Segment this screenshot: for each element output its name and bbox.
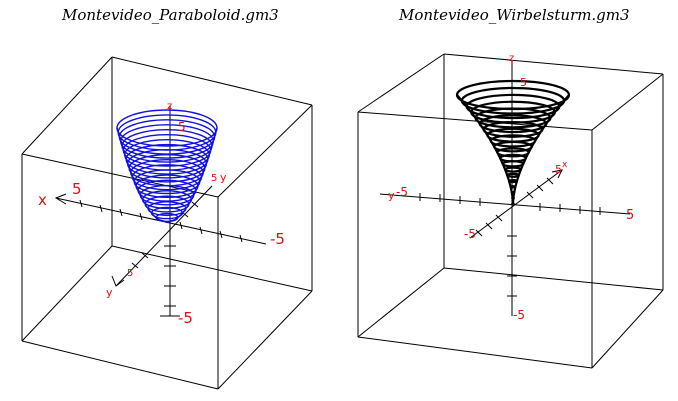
surface-silhouette [511,94,570,205]
wirbelsturm-y-ticks [475,177,554,237]
paraboloid-x-negative-tick-label: -5 [270,230,285,248]
wirbelsturm-z-axis-label: z [509,53,514,64]
paraboloid-y-axis [115,185,213,287]
wirbelsturm-x-axis-label: x [562,160,568,170]
wirbelsturm-x-negative-tick-label: -5 [464,227,476,241]
wirbelsturm-plot: z 5 -5 y -5 5 -5 5 x [357,53,664,369]
surface-ring [116,109,218,147]
surface-silhouette [116,127,168,223]
paraboloid-surface [116,109,218,224]
surface-ring [501,160,525,168]
paraboloid-z-axis-label: z [167,101,172,112]
paraboloid-bounding-box [21,56,313,390]
paraboloid-z-bottom-tick-label: -5 [178,309,193,327]
wirbelsturm-z-bottom-tick-label: -5 [513,308,525,322]
paraboloid-z-top-tick-label: 5 [178,120,186,134]
paraboloid-y-negative-tick-label: 5 [127,268,133,279]
wirbelsturm-y-arrow [551,169,563,179]
paraboloid-x-ticks [79,199,243,243]
paraboloid-y-axis-label: y [220,171,227,184]
wirbelsturm-x-ticks [419,193,601,215]
paraboloid-y-arrow [111,275,125,287]
wirbelsturm-y-axis-label: y [388,189,395,202]
surface-ring [506,172,520,178]
wirbelsturm-y-tick-label: -5 [396,185,408,199]
wirbelsturm-x-positive-tick-label: 5 [626,208,634,223]
paraboloid-x-axis-label: x [38,191,47,209]
paraboloid-z-ticks [160,245,180,317]
paraboloid-axes [54,106,267,317]
wirbelsturm-y-far-tick-label: 5 [555,163,562,176]
wirbelsturm-x-axis [379,193,631,215]
surface-silhouette [456,94,515,205]
wirbelsturm-z-ticks [507,235,517,297]
wirbelsturm-bounding-box [357,53,664,369]
wirbelsturm-y-axis [469,169,563,239]
paraboloid-y-negative-axis-label: y [106,286,113,299]
paraboloid-plot: x 5 -5 z 5 -5 y 5 5 y [21,56,313,390]
surface-silhouette [166,127,218,223]
right-panel-title: Montevideo_Wirbelsturm.gm3 [399,6,630,24]
surface-ring [504,166,522,173]
left-panel-title: Montevideo_Paraboloid.gm3 [62,6,279,24]
paraboloid-x-positive-tick-label: 5 [72,180,82,198]
wirbelsturm-z-top-tick-label: 5 [520,76,527,89]
paraboloid-x-arrow [54,193,67,205]
paraboloid-y-tick-label: 5 [211,173,217,184]
wirbelsturm-surface [455,79,571,206]
